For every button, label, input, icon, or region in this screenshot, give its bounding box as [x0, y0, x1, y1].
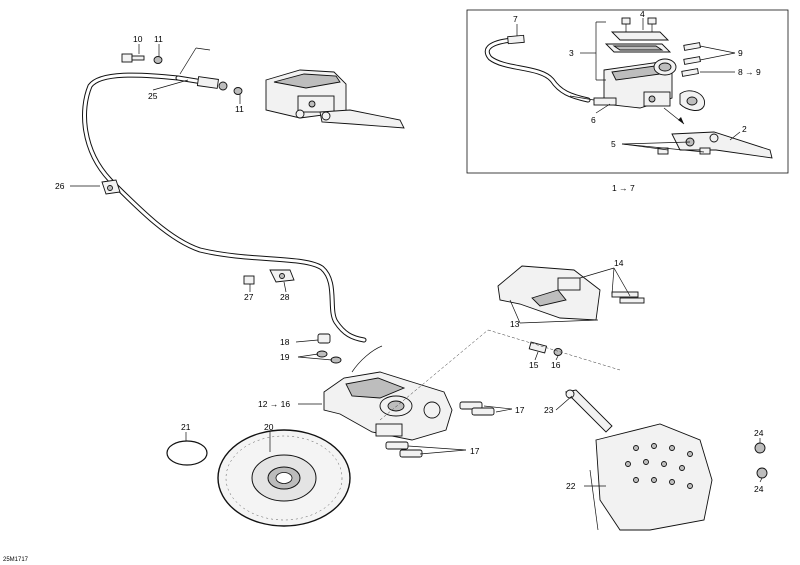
inset-screws: [681, 42, 701, 77]
label-19: 19: [280, 352, 290, 362]
label-11-lower: 11: [235, 104, 244, 114]
bolts-17-lower: [385, 441, 423, 458]
nut-24-upper: [754, 442, 766, 454]
inset-clamp: [679, 90, 705, 111]
inset-labels: 7 4 3 9 8 → 9 6 5 2 1 → 7: [513, 9, 761, 193]
label-18: 18: [280, 337, 290, 347]
pins-14: [611, 291, 645, 304]
label-1-to-7: 1 → 7: [612, 183, 635, 193]
label-12-to-16: 12 → 16: [258, 399, 290, 409]
brake-disc-20: [217, 429, 351, 527]
label-17-lower: 17: [470, 446, 480, 456]
o-ring-21: [166, 440, 208, 466]
label-26: 26: [55, 181, 65, 191]
label-15: 15: [529, 360, 539, 370]
inset-hose: [484, 34, 591, 103]
leader-lines: [70, 44, 763, 487]
label-11-top: 11: [154, 34, 163, 44]
disc-guard-22: [589, 423, 713, 531]
hose-clip-26: [101, 179, 121, 195]
label-25: 25: [148, 91, 158, 101]
clamp-28: [269, 269, 295, 283]
mounting-axis-2: [487, 329, 621, 371]
washer-19-a: [316, 350, 328, 358]
label-24-upper: 24: [754, 428, 764, 438]
nut-27: [243, 275, 255, 285]
drawing-code: 25M1717: [3, 557, 29, 563]
inset-master-cylinder-body: [603, 58, 677, 109]
part-labels: 10 11 25 11 26 27 28 18 19 12 → 16 13 14…: [55, 34, 764, 494]
inset-frame: [466, 9, 789, 174]
label-27: 27: [244, 292, 254, 302]
label-23: 23: [544, 405, 554, 415]
inset-reservoir-cap: [604, 17, 672, 53]
bracket-23: [565, 389, 613, 433]
label-9: 9: [738, 48, 743, 58]
bolts-17-upper: [459, 401, 495, 416]
label-13: 13: [510, 319, 520, 329]
label-2: 2: [742, 124, 747, 134]
label-17-upper: 17: [515, 405, 525, 415]
label-22: 22: [566, 481, 576, 491]
label-4: 4: [640, 9, 645, 19]
washer-11-lower: [233, 87, 243, 95]
label-5: 5: [611, 139, 616, 149]
label-16: 16: [551, 360, 561, 370]
washer-11-top: [153, 56, 163, 64]
label-7: 7: [513, 14, 518, 24]
label-21: 21: [181, 422, 191, 432]
inset-piston: [569, 95, 617, 106]
brake-caliper: [323, 345, 453, 441]
washer-19-b: [330, 356, 342, 364]
label-8-to-9: 8 → 9: [738, 67, 761, 77]
pin-15: [528, 341, 548, 354]
master-cylinder-assembly: [265, 69, 405, 129]
nut-24-lower: [756, 467, 768, 479]
cap-16: [553, 348, 563, 356]
pad-bracket-13: [497, 265, 601, 321]
bleeder-18: [317, 333, 331, 344]
label-20: 20: [264, 422, 274, 432]
label-28: 28: [280, 292, 290, 302]
inset-leaders: [516, 18, 741, 153]
inset-lever: [657, 131, 773, 159]
label-6: 6: [591, 115, 596, 125]
hose-banjo-upper: [196, 76, 228, 91]
label-10: 10: [133, 34, 143, 44]
banjo-bolt-10: [121, 53, 145, 63]
label-24-lower: 24: [754, 484, 764, 494]
label-14: 14: [614, 258, 624, 268]
label-3: 3: [569, 48, 574, 58]
mounting-axis: [379, 329, 489, 421]
